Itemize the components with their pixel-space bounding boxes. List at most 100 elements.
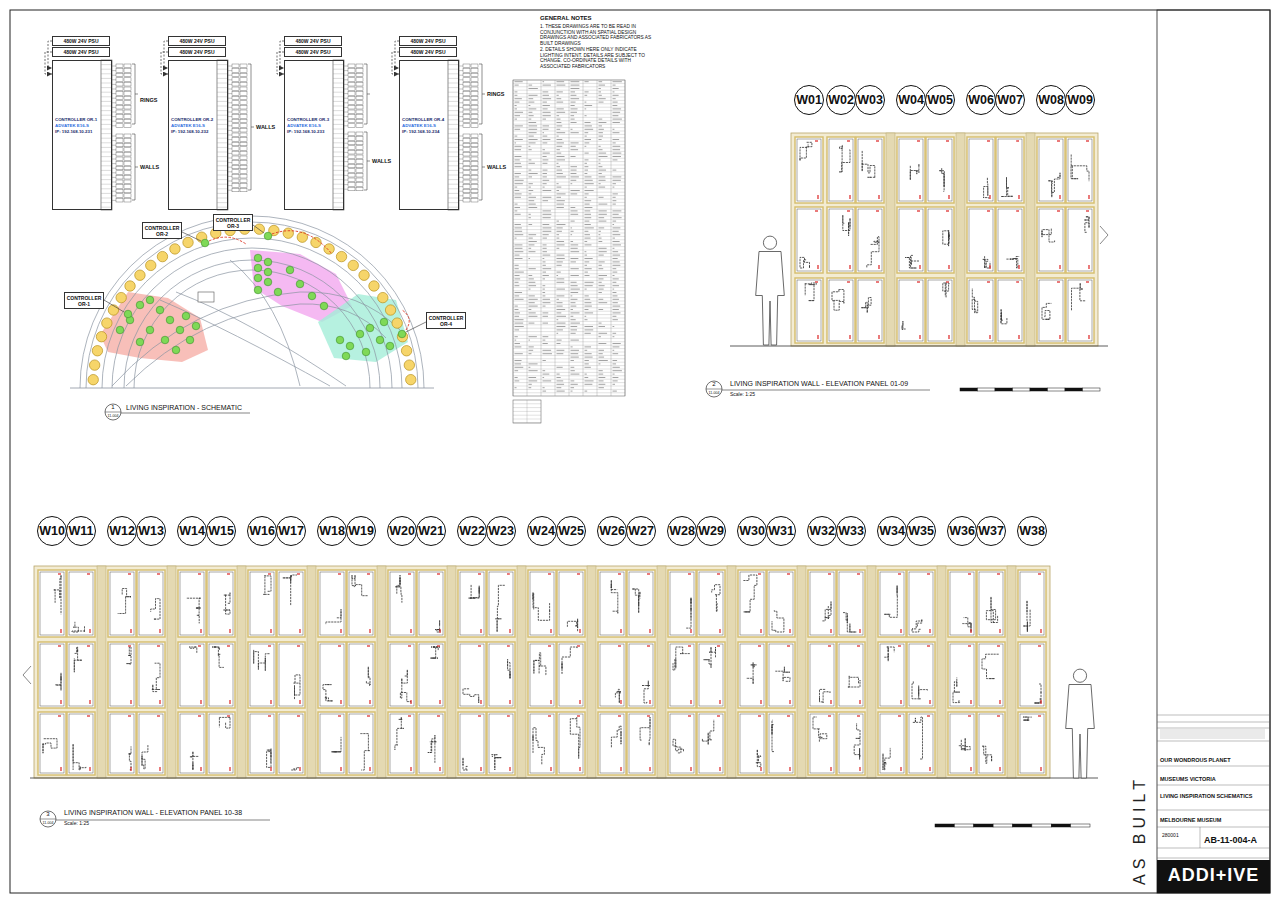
cell-text-mark — [515, 95, 518, 96]
cell-text-mark — [557, 132, 566, 133]
port-row — [333, 83, 344, 84]
node-text: 480W 24V PSU — [169, 37, 225, 45]
port-row — [217, 119, 228, 120]
drawing-part — [513, 335, 625, 336]
track-arc — [134, 270, 370, 388]
led-strip — [323, 685, 333, 701]
cell-text-mark — [571, 108, 578, 109]
drawing-part — [513, 124, 625, 125]
port-row — [217, 198, 228, 199]
feed-mark — [509, 629, 510, 633]
drawing-part — [459, 107, 463, 108]
port-row — [333, 115, 344, 116]
output-box — [232, 115, 239, 119]
node-text: W08 — [1038, 93, 1064, 107]
output-box — [471, 143, 478, 147]
feed-mark — [369, 629, 370, 633]
section-mark — [1100, 226, 1108, 244]
cell-text-mark — [585, 221, 590, 222]
drawing-part — [513, 117, 625, 118]
scale-bar — [1083, 388, 1101, 391]
controller-box: CONTROLLER OR-1ADVATEK E16-SIP: 192.168.… — [52, 60, 112, 210]
cell-text-mark — [515, 166, 522, 167]
drawing-part — [459, 84, 463, 85]
feed-mark — [898, 573, 901, 574]
feed-mark — [828, 573, 831, 574]
output-box — [116, 105, 123, 109]
port-row — [333, 142, 344, 143]
feed-mark — [719, 629, 720, 633]
drawing-part — [112, 154, 116, 155]
drawing-part — [112, 107, 116, 108]
led-strip — [400, 670, 411, 703]
ring-fixture — [102, 318, 112, 328]
panel-inner — [797, 280, 821, 341]
rail — [176, 292, 346, 386]
led-strip — [428, 735, 437, 763]
led-strip — [1034, 684, 1041, 703]
output-box — [124, 119, 131, 123]
feed-mark — [999, 629, 1000, 633]
cell-text-mark — [613, 122, 620, 123]
cell-text-mark — [557, 112, 566, 113]
cell-text-mark — [515, 193, 522, 194]
wall-fixture — [308, 292, 316, 300]
cell-text-mark — [515, 340, 517, 341]
wall-panel-tag: W02 — [826, 85, 856, 115]
node-text: 480W 24V PSU — [285, 48, 341, 56]
cell-text-mark — [571, 183, 573, 184]
led-strip — [395, 575, 402, 603]
feed-mark — [268, 715, 271, 716]
scale-bar — [1013, 824, 1032, 827]
output-box — [463, 101, 470, 105]
ring-fixture — [116, 292, 126, 302]
node-text: W15 — [208, 524, 234, 538]
feed-mark — [847, 281, 850, 282]
group-bracket — [364, 132, 370, 190]
output-box — [240, 156, 247, 160]
output-box — [348, 82, 355, 86]
cell-text-mark — [599, 81, 603, 82]
output-box — [116, 92, 123, 96]
panel — [795, 278, 823, 343]
cell-text-mark — [515, 204, 518, 205]
output-box — [116, 189, 123, 193]
cell-text-mark — [585, 391, 588, 392]
wall-panel-tag: W10 — [37, 516, 67, 546]
feed-mark — [968, 573, 971, 574]
cell-text-mark — [557, 153, 562, 154]
drawing-part — [513, 389, 625, 390]
cell-text-mark — [599, 350, 604, 351]
ring-fixture — [170, 244, 180, 254]
cell-text-mark — [571, 370, 575, 371]
ring-fixture — [96, 332, 106, 342]
output-box — [116, 143, 123, 147]
feed-mark — [719, 767, 720, 771]
port-row — [448, 152, 459, 153]
output-box — [348, 160, 355, 164]
panel-inner — [419, 714, 443, 773]
panel-inner — [349, 714, 373, 773]
cell-text-mark — [613, 272, 618, 273]
output-box — [232, 64, 239, 68]
cell-text-mark — [599, 176, 606, 177]
port-row — [448, 92, 459, 93]
ring-fixture — [92, 346, 102, 356]
output-box — [356, 78, 363, 82]
drawing-part — [513, 263, 625, 264]
panel-inner — [769, 572, 793, 635]
cell-text-mark — [571, 387, 575, 388]
cell-text-mark — [543, 377, 545, 378]
output-box — [471, 139, 478, 143]
feed-mark — [340, 767, 341, 771]
panel-inner — [40, 714, 64, 773]
drawing-part — [459, 200, 463, 201]
view-marker — [706, 381, 722, 397]
panel — [837, 642, 865, 708]
panel — [627, 642, 655, 708]
cell-text-mark — [571, 285, 578, 286]
cell-text-mark — [585, 329, 594, 330]
output-box — [463, 78, 470, 82]
panel-inner — [829, 280, 853, 341]
feed-mark — [369, 700, 370, 704]
